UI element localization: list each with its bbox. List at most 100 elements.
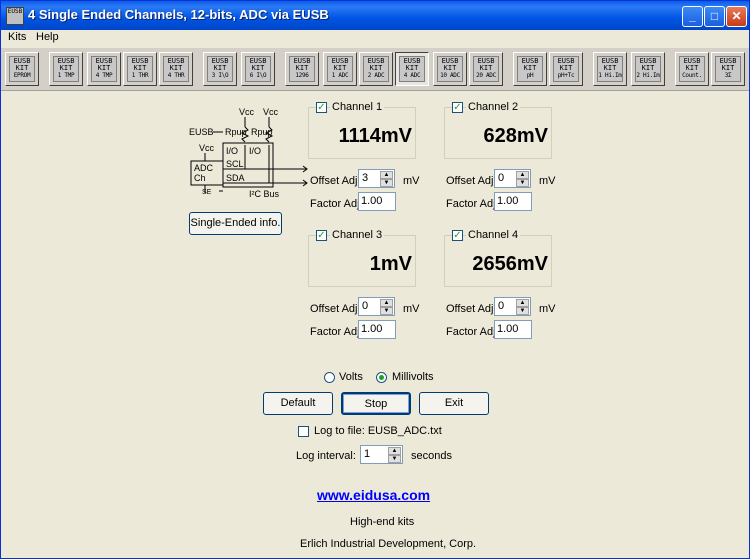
channel-3-checkbox[interactable]: ✓ [316, 230, 327, 241]
window-title: 4 Single Ended Channels, 12-bits, ADC vi… [28, 7, 329, 22]
kit-label: EUSB [521, 57, 539, 65]
channel-1-checkbox[interactable]: ✓ [316, 102, 327, 113]
channel-2-factor-input[interactable]: 1.00 [494, 192, 532, 211]
millivolts-radio[interactable] [376, 372, 387, 383]
menu-kits[interactable]: Kits [8, 31, 27, 43]
kit-label: EPROM [13, 72, 31, 79]
spin-down-icon[interactable]: ▼ [388, 455, 401, 463]
kit-label: 6 I\O [249, 72, 267, 79]
channel-3-label: Channel 3 [330, 229, 385, 241]
kit-label: KIT [559, 64, 573, 72]
stop-button[interactable]: Stop [341, 392, 411, 415]
channel-3-factor-input[interactable]: 1.00 [358, 320, 396, 339]
channel-3-reading: 1mV [369, 253, 412, 275]
spin-up-icon[interactable]: ▲ [380, 171, 393, 179]
diagram-vcc3: Vcc [199, 143, 215, 153]
kit-label: 1296 [295, 72, 309, 79]
offset-adj-label: Offset Adj. [310, 303, 361, 315]
diagram-i2c: I²C Bus [249, 189, 280, 199]
spin-up-icon[interactable]: ▲ [388, 447, 401, 455]
diagram-adc: ADC [194, 163, 214, 173]
offset-unit-label: mV [403, 303, 420, 315]
channel-3-offset-spinner[interactable]: 0▲▼ [358, 297, 395, 316]
kit-label: 10 ADC [440, 72, 460, 79]
close-button[interactable]: ✕ [726, 6, 747, 27]
diagram-ch: Ch [194, 173, 206, 183]
channel-2-checkbox[interactable]: ✓ [452, 102, 463, 113]
kit-label: 20 ADC [476, 72, 496, 79]
kit-label: 3 I\O [211, 72, 229, 79]
log-to-file-checkbox[interactable] [298, 426, 309, 437]
exit-button[interactable]: Exit [419, 392, 489, 415]
spin-down-icon[interactable]: ▼ [380, 179, 393, 187]
kit-label: KIT [251, 64, 265, 72]
title-bar[interactable]: EUSB 4 Single Ended Channels, 12-bits, A… [1, 1, 749, 30]
kit-label: 2 ADC [367, 72, 385, 79]
spin-down-icon[interactable]: ▼ [516, 307, 529, 315]
factor-adj-label: Factor Adj. [310, 198, 363, 210]
kit-label: KIT [213, 64, 227, 72]
menu-bar: Kits Help [1, 30, 749, 46]
single-ended-info-button[interactable]: Single-Ended info. [189, 212, 282, 235]
spin-up-icon[interactable]: ▲ [380, 299, 393, 307]
kit-label: pH [526, 72, 534, 79]
maximize-button[interactable]: □ [704, 6, 725, 27]
kit-label: 1 Hi.Im [598, 72, 622, 79]
channel-2-reading: 628mV [483, 125, 549, 147]
log-interval-spinner[interactable]: 1 ▲ ▼ [360, 445, 403, 464]
kit-label: EUSB [557, 57, 575, 65]
spin-down-icon[interactable]: ▼ [516, 179, 529, 187]
kit-label: KIT [721, 64, 735, 72]
offset-unit-label: mV [539, 303, 556, 315]
kit-label: EUSB [441, 57, 459, 65]
log-to-file-label: Log to file: EUSB_ADC.txt [314, 425, 442, 437]
channel-4-factor-input[interactable]: 1.00 [494, 320, 532, 339]
kit-label: KIT [97, 64, 111, 72]
menu-help[interactable]: Help [36, 31, 59, 43]
channel-1-factor-input[interactable]: 1.00 [358, 192, 396, 211]
factor-adj-label: Factor Adj. [446, 326, 499, 338]
channel-4-offset-spinner[interactable]: 0▲▼ [494, 297, 531, 316]
channel-1-offset-spinner[interactable]: 3▲▼ [358, 169, 395, 188]
spin-down-icon[interactable]: ▼ [380, 307, 393, 315]
minimize-button[interactable]: _ [682, 6, 703, 27]
kit-label: EUSB [367, 57, 385, 65]
channel-4-checkbox[interactable]: ✓ [452, 230, 463, 241]
spin-up-icon[interactable]: ▲ [516, 299, 529, 307]
spin-up-icon[interactable]: ▲ [516, 171, 529, 179]
kit-label: pH+Tc [557, 72, 575, 79]
kit-label: EUSB [167, 57, 185, 65]
website-link[interactable]: www.eidusa.com [317, 487, 431, 503]
channel-2-label: Channel 2 [466, 101, 521, 113]
default-button[interactable]: Default [263, 392, 333, 415]
volts-radio[interactable] [324, 372, 335, 383]
kit-label: EUSB [131, 57, 149, 65]
channel-2-offset-spinner[interactable]: 0▲▼ [494, 169, 531, 188]
